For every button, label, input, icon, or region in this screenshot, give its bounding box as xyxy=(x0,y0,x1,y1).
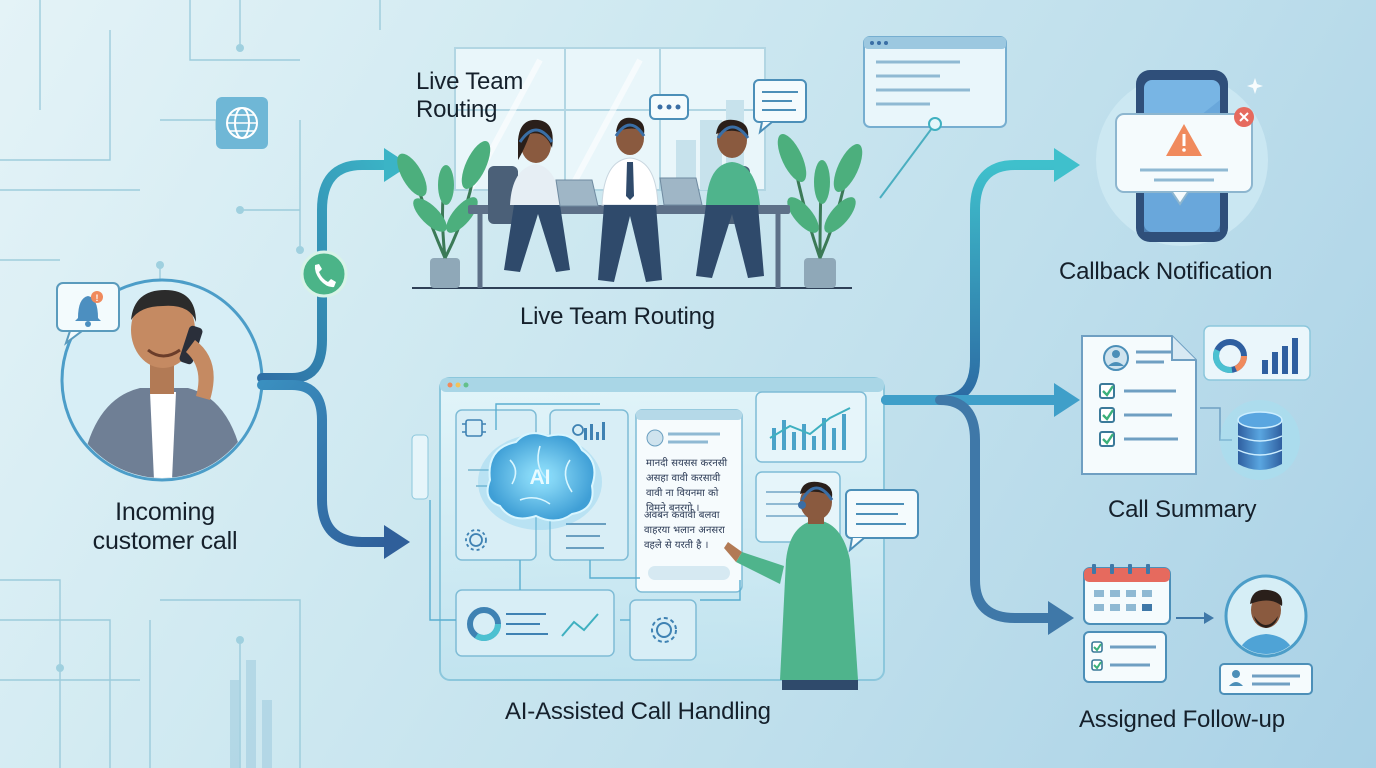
chat-bubble-lines xyxy=(753,79,807,135)
callback-phone xyxy=(1096,70,1268,246)
donut-chart-icon xyxy=(467,607,501,641)
followup-agent-avatar xyxy=(1224,574,1308,658)
user-icon xyxy=(1103,345,1129,371)
agent-man-center xyxy=(598,117,662,282)
ai-handling-label: AI-Assisted Call Handling xyxy=(505,698,771,725)
ai-badge-text: AI xyxy=(529,466,551,489)
plant-left xyxy=(397,141,491,288)
transcript-text-1: मानदी सयसस करनसी असहा वावी करसावी वावी न… xyxy=(646,458,728,514)
right-branch xyxy=(881,160,1063,623)
bar-chart-icon-2 xyxy=(1262,338,1298,374)
call-summary-doc xyxy=(1081,325,1311,480)
chat-bubble-small xyxy=(649,94,689,120)
agent-woman xyxy=(504,119,570,272)
callback-notification-label: Callback Notification xyxy=(1059,258,1273,285)
close-icon xyxy=(1234,107,1254,127)
bell-icon: ! xyxy=(56,282,120,346)
user-badge xyxy=(1219,663,1313,695)
call-summary-label: Call Summary xyxy=(1108,496,1257,523)
gear-icon xyxy=(465,529,487,551)
ai-dashboard xyxy=(411,377,919,681)
warning-icon xyxy=(1166,124,1202,156)
live-team-routing-heading: Live Team Routing xyxy=(416,68,524,123)
branch-arrowheads xyxy=(384,148,410,559)
database-icon xyxy=(1220,400,1300,480)
gear-icon-2 xyxy=(651,617,677,643)
phone-icon xyxy=(300,250,348,298)
incoming-call-label: Incoming customer call xyxy=(92,498,238,555)
assigned-followup-label: Assigned Follow-up xyxy=(1079,706,1285,733)
circuit-nodes xyxy=(56,44,304,672)
task-list-card xyxy=(1083,631,1167,683)
transcript-text-2: अवबन कवावी बलवा वाहरया भलान अनसरा वहले स… xyxy=(644,510,725,551)
checklist-icon xyxy=(1099,383,1115,447)
live-team-routing-label: Live Team Routing xyxy=(520,303,715,330)
right-arrowheads xyxy=(1048,148,1080,635)
plant-right xyxy=(777,134,863,288)
skyline-bars xyxy=(230,660,272,768)
branch-arrows xyxy=(257,160,397,547)
brain-icon xyxy=(478,432,602,530)
chip-icon xyxy=(462,419,486,437)
svg-text:!: ! xyxy=(96,293,99,303)
globe-icon xyxy=(216,97,268,149)
donut-chart-icon-2 xyxy=(1213,339,1247,373)
calendar-icon xyxy=(1083,564,1171,625)
browser-window-top xyxy=(863,36,1007,199)
bar-chart-icon xyxy=(772,414,846,450)
followup-group xyxy=(1083,564,1313,695)
mini-bars xyxy=(584,422,605,440)
agent-pointing xyxy=(724,481,858,690)
office-scene xyxy=(397,47,863,289)
circuit-lines xyxy=(0,0,381,768)
